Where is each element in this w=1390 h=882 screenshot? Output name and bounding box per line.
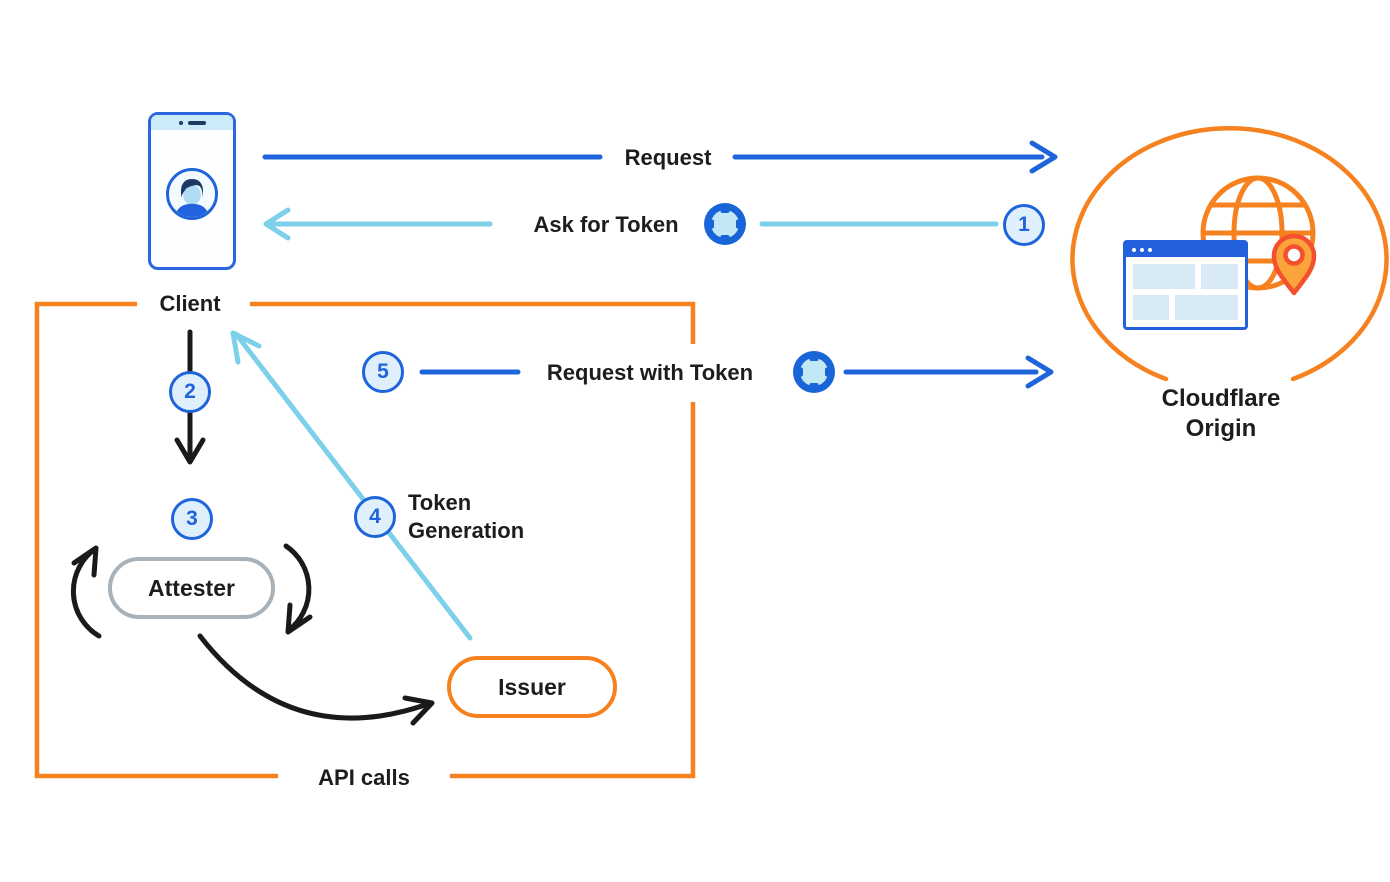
attester-label: Attester bbox=[148, 574, 235, 601]
attester-loop-arrow-right bbox=[283, 543, 313, 635]
location-pin-icon bbox=[1271, 233, 1317, 296]
phone-top-bar bbox=[151, 115, 233, 130]
token-icon bbox=[703, 202, 747, 246]
request-with-token-arrow bbox=[419, 355, 1054, 389]
cloudflare-origin-circle bbox=[1070, 125, 1389, 382]
issuer-pill: Issuer bbox=[447, 656, 617, 718]
api-calls-label: API calls bbox=[318, 765, 410, 790]
ask-for-token-label: Ask for Token bbox=[533, 212, 679, 237]
attester-to-issuer-arrow bbox=[197, 633, 435, 726]
phone-camera-dot bbox=[178, 120, 183, 125]
issuer-label: Issuer bbox=[498, 673, 566, 700]
phone-speaker bbox=[187, 120, 206, 125]
browser-title-bar bbox=[1126, 243, 1245, 257]
attester-loop-arrow-left bbox=[70, 545, 102, 639]
cloudflare-origin-label: Cloudflare Origin bbox=[1161, 385, 1281, 442]
browser-window-icon bbox=[1123, 240, 1248, 330]
client-label: Client bbox=[159, 291, 221, 316]
step-circle-1: 1 bbox=[1003, 204, 1045, 246]
step-circle-2: 2 bbox=[169, 371, 211, 413]
request-label: Request bbox=[624, 145, 712, 170]
step-circle-3: 3 bbox=[171, 498, 213, 540]
request-arrow bbox=[262, 140, 1058, 174]
user-avatar-icon bbox=[166, 168, 218, 220]
request-with-token-label: Request with Token bbox=[546, 360, 754, 385]
trust-boundary-box bbox=[34, 301, 696, 779]
token-generation-label: Token Generation bbox=[408, 490, 525, 543]
token-icon bbox=[792, 350, 836, 394]
phone-icon bbox=[148, 112, 236, 270]
step-circle-4: 4 bbox=[354, 496, 396, 538]
ask-for-token-arrow bbox=[263, 207, 999, 241]
issuer-to-client-arrow bbox=[230, 330, 473, 641]
step-circle-5: 5 bbox=[362, 351, 404, 393]
attester-pill: Attester bbox=[108, 557, 275, 619]
